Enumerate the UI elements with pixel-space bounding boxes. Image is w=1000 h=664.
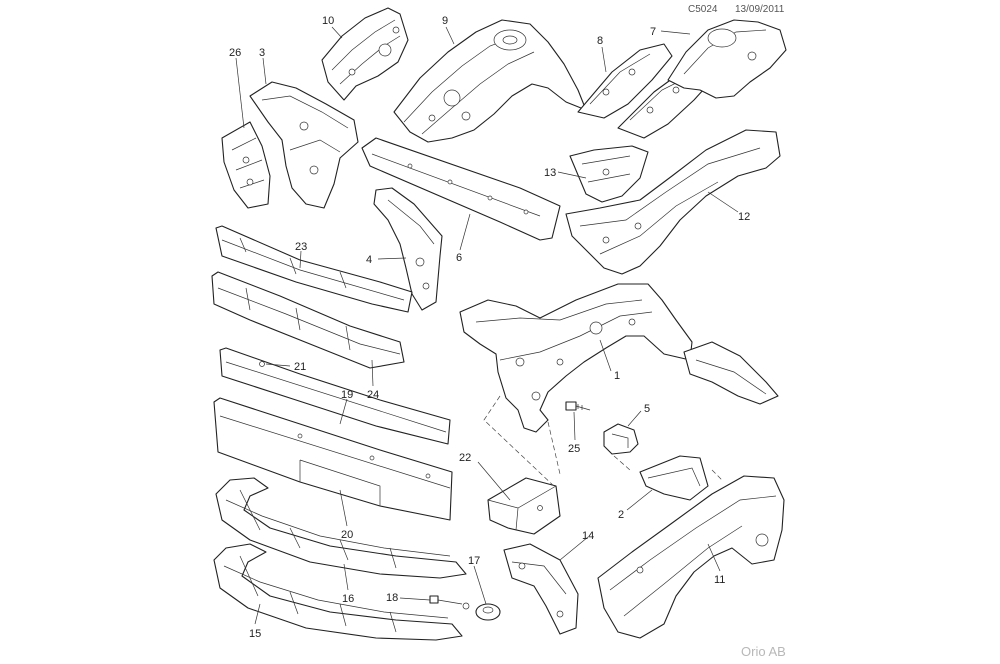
part-7-strut-tower xyxy=(667,19,787,99)
callout-3: 3 xyxy=(259,47,265,59)
callout-14: 14 xyxy=(582,530,594,542)
part-23-absorber xyxy=(215,225,413,313)
part-18-screw xyxy=(429,595,470,610)
part-26-bracket xyxy=(221,121,271,209)
callout-5: 5 xyxy=(644,403,650,415)
callout-7: 7 xyxy=(650,26,656,38)
callout-21: 21 xyxy=(294,361,306,373)
callout-16: 16 xyxy=(342,593,354,605)
callout-11: 11 xyxy=(714,574,725,586)
callout-6: 6 xyxy=(456,252,462,264)
part-6-tie-bar xyxy=(361,137,561,241)
part-5-clip xyxy=(603,423,639,455)
part-25-bolt xyxy=(565,401,591,411)
callout-22: 22 xyxy=(459,452,471,464)
leader-lines xyxy=(235,26,739,625)
callout-17: 17 xyxy=(468,555,480,567)
callout-19: 19 xyxy=(341,389,353,401)
callout-8: 8 xyxy=(597,35,603,47)
part-17-grommet xyxy=(475,603,501,621)
footer-brand: Orio AB xyxy=(741,644,786,659)
part-19-20-bumper-beam xyxy=(213,397,453,521)
callout-10: 10 xyxy=(322,15,334,27)
part-1-frame-rail xyxy=(459,283,779,433)
part-11-wheelhouse xyxy=(597,475,785,639)
diagram-date: 13/09/2011 xyxy=(735,4,785,15)
callout-24: 24 xyxy=(367,389,379,401)
part-15-splash-shield xyxy=(213,543,463,641)
callout-25: 25 xyxy=(568,443,580,455)
part-3-bracket xyxy=(249,81,359,209)
callout-13: 13 xyxy=(544,167,556,179)
callout-9: 9 xyxy=(442,15,448,27)
part-16-splash-shield xyxy=(215,477,467,579)
part-14-bracket xyxy=(503,543,579,635)
diagram-code: C5024 xyxy=(688,4,718,15)
callout-20: 20 xyxy=(341,529,353,541)
assembly-dashed-lines xyxy=(483,395,723,489)
part-4-bracket xyxy=(373,187,443,311)
callout-4: 4 xyxy=(366,254,372,266)
part-24-absorber xyxy=(211,271,405,369)
part-9-strut-tower xyxy=(393,19,587,143)
callout-15: 15 xyxy=(249,628,261,640)
part-21-reinforcement xyxy=(219,347,451,445)
callout-1: 1 xyxy=(614,370,620,382)
part-13-bracket xyxy=(569,145,649,203)
callout-23: 23 xyxy=(295,241,307,253)
callout-2: 2 xyxy=(618,509,624,521)
part-2-bracket xyxy=(639,455,709,501)
part-12-wheelhouse xyxy=(565,129,781,275)
part-22-box xyxy=(487,477,561,535)
part-10-panel xyxy=(321,7,409,101)
callout-26: 26 xyxy=(229,47,241,59)
callout-18: 18 xyxy=(386,592,398,604)
callout-numbers: 1 2 3 4 5 6 7 8 9 10 11 12 13 14 15 16 1… xyxy=(229,15,750,640)
callout-12: 12 xyxy=(738,211,750,223)
